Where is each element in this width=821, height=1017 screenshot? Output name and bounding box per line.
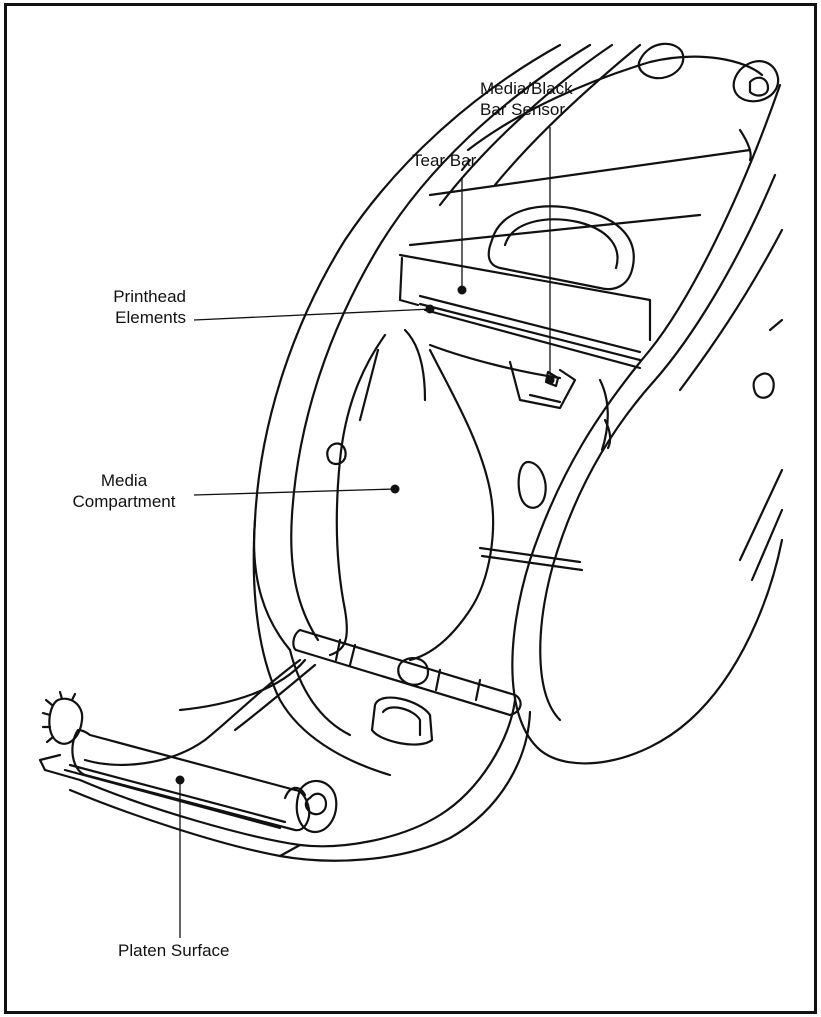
media-sensor-label-line2: Bar Sensor <box>480 100 566 119</box>
media-compartment-label-line1: Media <box>100 471 148 490</box>
platen-label-text: Platen Surface <box>118 941 230 960</box>
printer-right-housing <box>511 83 784 765</box>
printer-base <box>178 518 392 777</box>
media-sensor-block <box>508 360 577 410</box>
media-sensor-label-line1: Media/Black <box>480 79 573 98</box>
media-compartment-label-line2: Compartment <box>72 492 176 511</box>
media-compartment-dot <box>390 484 400 494</box>
tear-bar-label: Tear Bar <box>412 150 476 171</box>
sensor-window <box>487 205 635 291</box>
platen-label: Platen Surface <box>118 940 230 961</box>
platen-dot <box>175 775 185 785</box>
tear-bar-assembly <box>398 213 702 370</box>
tear-bar-dot <box>457 285 467 295</box>
platen-shaft <box>292 628 522 746</box>
platen-door <box>38 658 532 862</box>
printer-left-shell <box>253 43 642 652</box>
media-compartment-label: Media Compartment <box>64 470 184 512</box>
platen-roller <box>41 690 311 832</box>
printhead-label-line2: Elements <box>115 308 186 327</box>
printhead-leader <box>193 308 433 321</box>
media-compartment-walls <box>326 328 609 662</box>
media-sensor-label: Media/Black Bar Sensor <box>480 78 573 120</box>
platen-bushing <box>283 779 338 834</box>
tear-bar-label-text: Tear Bar <box>412 151 477 170</box>
media-compartment-leader <box>193 488 396 496</box>
media-sensor-dot <box>545 375 555 385</box>
figure-frame <box>4 3 817 1014</box>
printhead-label-line1: Printhead <box>113 287 186 306</box>
printer-top-housing <box>428 42 780 197</box>
printhead-label: Printhead Elements <box>80 286 186 328</box>
printhead-dot <box>425 304 435 314</box>
